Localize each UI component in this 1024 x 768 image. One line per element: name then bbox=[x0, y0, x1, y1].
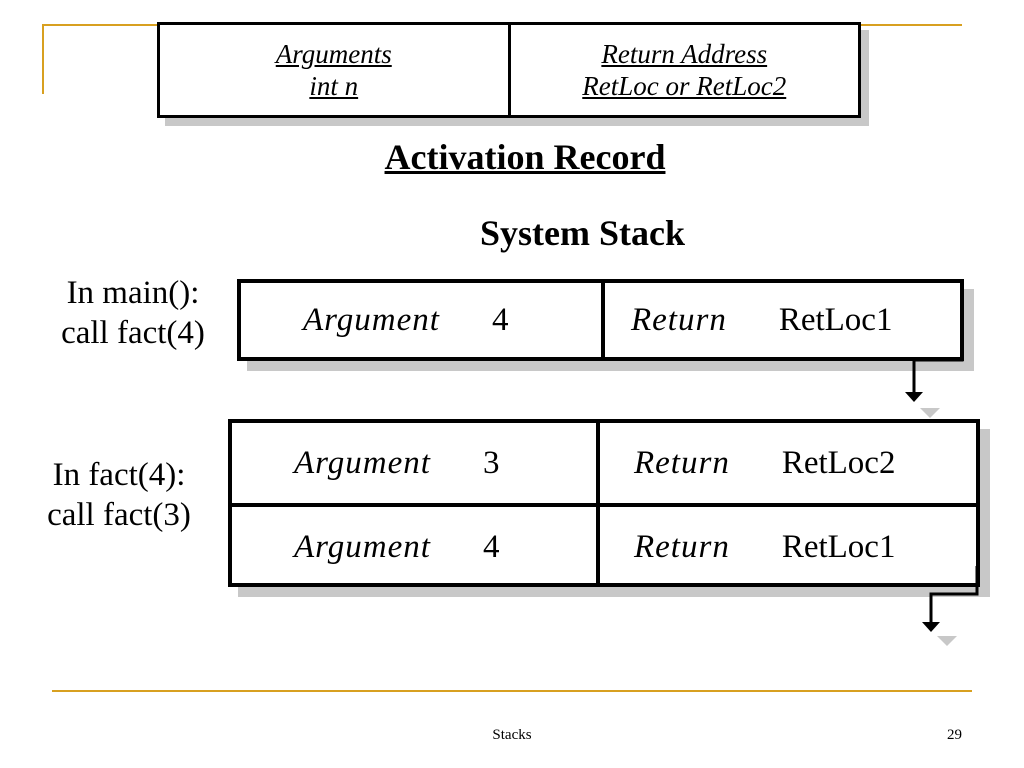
argument-cell: Argument 4 bbox=[232, 529, 596, 566]
arguments-type: int n bbox=[309, 71, 359, 101]
fact4-stack-frame: Argument 3 Return RetLoc2 Argument 4 Ret… bbox=[228, 419, 980, 587]
stack-row: Argument 4 Return RetLoc1 bbox=[232, 507, 976, 587]
footer-title: Stacks bbox=[492, 727, 532, 743]
cell-divider bbox=[601, 283, 605, 357]
return-value: RetLoc1 bbox=[778, 301, 893, 338]
argument-label: Argument bbox=[303, 301, 440, 338]
return-address-heading: Return Address bbox=[601, 38, 768, 69]
return-label: Return bbox=[634, 444, 730, 481]
stack-row: Argument 4 Return RetLoc1 bbox=[241, 283, 960, 357]
return-cell: Return RetLoc1 bbox=[596, 529, 895, 566]
activation-record-title: Activation Record bbox=[384, 137, 666, 177]
footer-accent-line bbox=[52, 690, 972, 692]
return-cell: Return RetLoc2 bbox=[596, 445, 895, 482]
return-address-values: RetLoc or RetLoc2 bbox=[582, 71, 787, 101]
return-label: Return bbox=[634, 528, 730, 565]
arguments-heading: Arguments bbox=[275, 38, 392, 69]
argument-label: Argument bbox=[294, 444, 431, 481]
row-divider bbox=[232, 503, 976, 507]
return-cell: Return RetLoc1 bbox=[605, 302, 892, 339]
fact4-label-line2: call fact(3) bbox=[47, 496, 191, 533]
argument-cell: Argument 4 bbox=[241, 302, 601, 339]
table-divider bbox=[507, 25, 511, 115]
argument-value: 4 bbox=[482, 528, 500, 565]
main-label-line2: call fact(4) bbox=[61, 314, 205, 351]
argument-value: 3 bbox=[482, 444, 500, 481]
main-stack-frame: Argument 4 Return RetLoc1 bbox=[237, 279, 964, 361]
fact4-frame-arrow-icon bbox=[922, 566, 979, 646]
fact4-label-line1: In fact(4): bbox=[52, 457, 186, 493]
arguments-cell: Arguments int n bbox=[160, 25, 508, 115]
main-label-line1: In main(): bbox=[66, 275, 200, 311]
system-stack-title: System Stack bbox=[480, 213, 685, 253]
argument-label: Argument bbox=[294, 528, 431, 565]
return-value: RetLoc1 bbox=[781, 528, 896, 565]
argument-cell: Argument 3 bbox=[232, 445, 596, 482]
stack-row: Argument 3 Return RetLoc2 bbox=[232, 423, 976, 503]
left-accent-line bbox=[42, 24, 44, 94]
activation-record-table: Arguments int n Return Address RetLoc or… bbox=[157, 22, 861, 118]
fact4-label: In fact(4): call fact(3) bbox=[14, 456, 224, 535]
page-number: 29 bbox=[947, 727, 962, 743]
return-address-cell: Return Address RetLoc or RetLoc2 bbox=[511, 25, 859, 115]
main-frame-arrow-icon bbox=[905, 336, 964, 418]
return-label: Return bbox=[631, 301, 727, 338]
argument-value: 4 bbox=[491, 301, 509, 338]
return-value: RetLoc2 bbox=[781, 444, 896, 481]
main-label: In main(): call fact(4) bbox=[28, 274, 238, 353]
